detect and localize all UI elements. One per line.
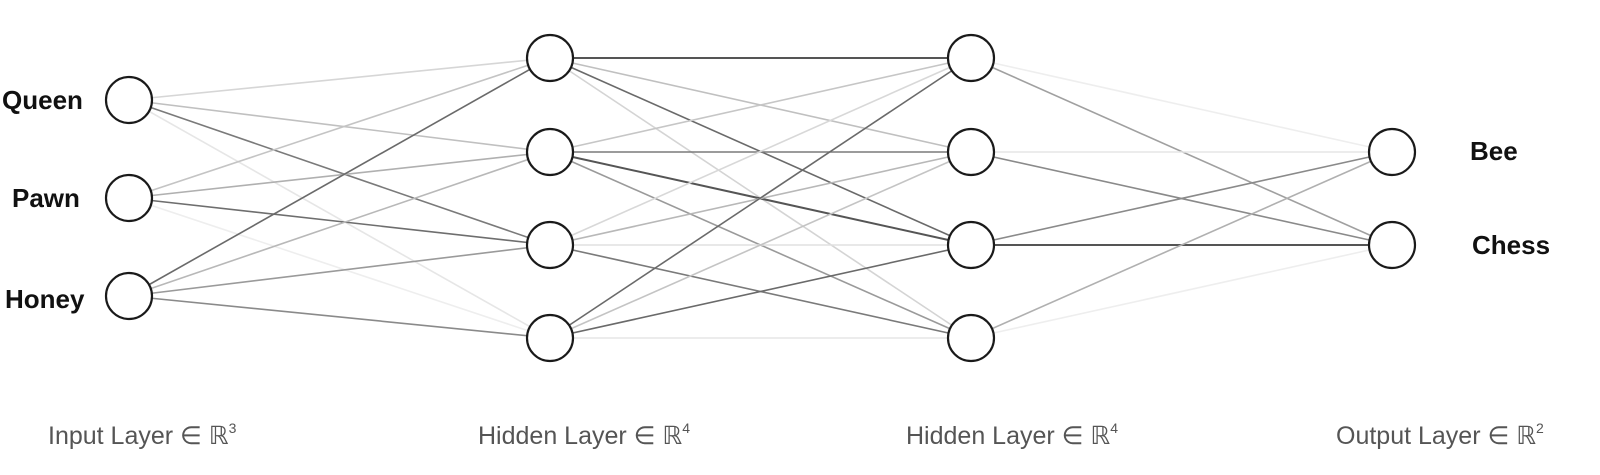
edge-l0-n1-to-n3 [128,197,551,339]
hidden2-node-2 [946,127,996,177]
input-node-2 [104,173,154,223]
hidden2-node-3 [946,220,996,270]
edge-l1-n3-to-n2 [549,244,972,339]
edge-l2-n3-to-n0 [970,151,1393,339]
output-node-2 [1367,220,1417,270]
edge-l0-n1-to-n1 [128,151,551,199]
input-node-1 [104,75,154,125]
edge-l0-n2-to-n3 [128,295,551,339]
edge-l0-n1-to-n2 [128,197,551,246]
edge-l0-n1-to-n0 [128,57,551,199]
caption-hidden-layer-1: Hidden Layer ∈ ℝ4 [478,420,690,450]
edge-l0-n0-to-n2 [128,99,551,246]
neuron-nodes [104,33,1417,363]
input-label-queen: Queen [2,85,83,115]
edge-l0-n2-to-n2 [128,244,551,297]
output-node-1 [1367,127,1417,177]
output-label-chess: Chess [1472,230,1550,260]
edge-l0-n2-to-n0 [128,57,551,297]
edge-l0-n2-to-n1 [128,151,551,297]
edge-l1-n3-to-n0 [549,57,972,339]
input-node-3 [104,271,154,321]
edge-l1-n3-to-n1 [549,151,972,339]
caption-input-layer: Input Layer ∈ ℝ3 [48,420,237,450]
edge-l0-n0-to-n3 [128,99,551,339]
edge-l0-n0-to-n1 [128,99,551,153]
input-label-honey: Honey [5,284,85,314]
hidden1-node-3 [525,220,575,270]
caption-output-layer: Output Layer ∈ ℝ2 [1336,420,1544,450]
hidden2-node-1 [946,33,996,83]
hidden2-node-4 [946,313,996,363]
hidden1-node-1 [525,33,575,83]
edge-l1-n1-to-n0 [549,57,972,153]
caption-hidden-layer-2: Hidden Layer ∈ ℝ4 [906,420,1118,450]
edge-l2-n0-to-n0 [970,57,1393,153]
input-label-pawn: Pawn [12,183,80,213]
edge-l1-n2-to-n0 [549,57,972,246]
hidden1-node-4 [525,313,575,363]
connection-edges [128,57,1393,339]
hidden1-node-2 [525,127,575,177]
edge-l2-n2-to-n0 [970,151,1393,246]
edge-l2-n3-to-n1 [970,244,1393,339]
edge-l0-n0-to-n0 [128,57,551,101]
output-label-bee: Bee [1470,136,1518,166]
